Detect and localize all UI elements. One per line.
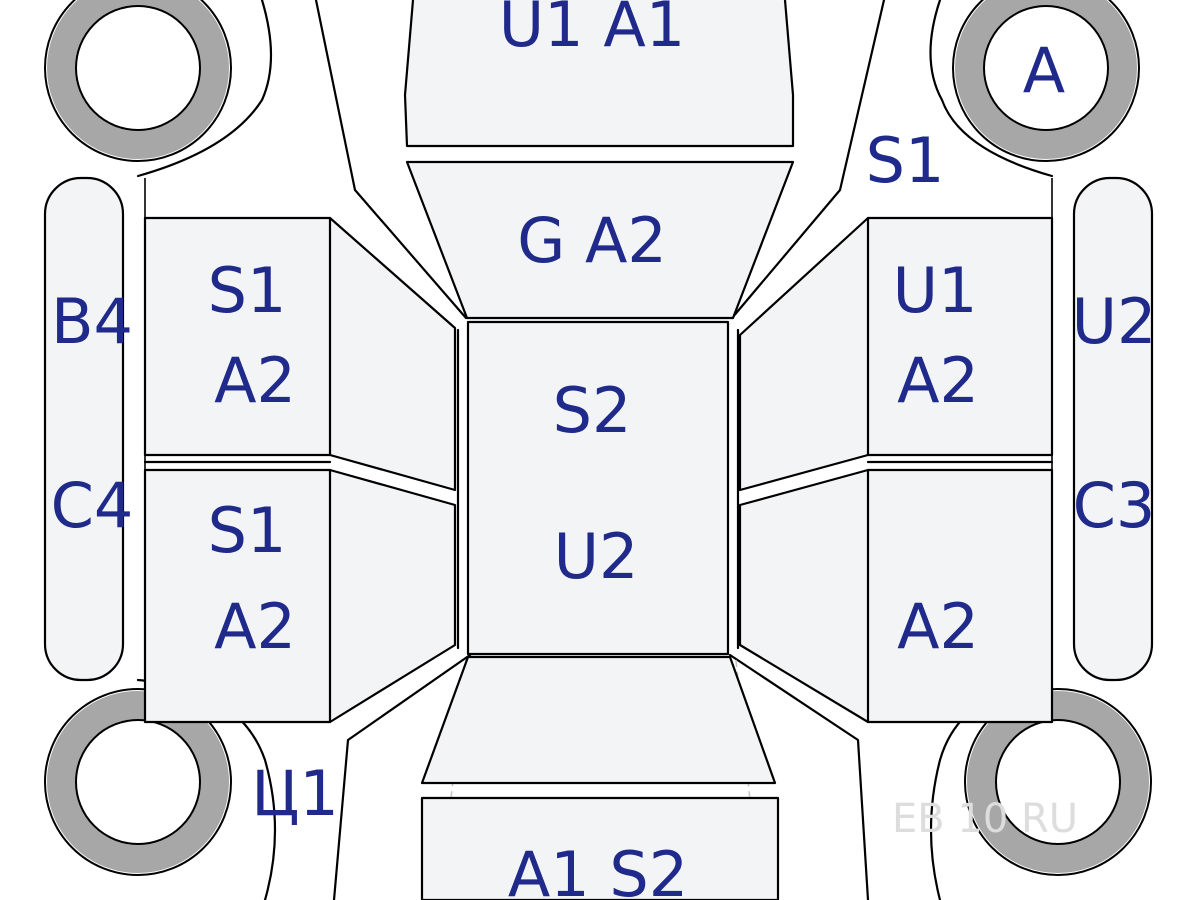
label-right-sill-upper: U2 bbox=[1072, 285, 1157, 358]
tire-right-rear bbox=[964, 688, 1152, 876]
tire-left-front bbox=[44, 0, 232, 162]
hood-panel[interactable] bbox=[403, 0, 795, 148]
rear-window-panel[interactable] bbox=[420, 655, 777, 785]
label-roof-top: S2 bbox=[553, 374, 632, 447]
label-right-front-door-bottom: A2 bbox=[897, 344, 979, 417]
label-right-front-door-top: U1 bbox=[893, 254, 978, 327]
right-rear-door-panel[interactable] bbox=[738, 468, 1054, 724]
right-sill[interactable] bbox=[1072, 176, 1154, 682]
windshield-panel[interactable] bbox=[405, 160, 795, 320]
label-left-sill-upper: B4 bbox=[51, 285, 133, 358]
label-trunk: A1 S2 bbox=[508, 838, 688, 900]
wheel-left-rear[interactable] bbox=[44, 688, 232, 876]
wheel-left-front[interactable] bbox=[44, 0, 232, 162]
label-left-rear-fender: Ц1 bbox=[251, 757, 339, 830]
tire-left-rear bbox=[44, 688, 232, 876]
label-left-rear-door-bottom: A2 bbox=[214, 590, 296, 663]
label-hood: U1 A1 bbox=[499, 0, 685, 61]
left-rear-door-panel[interactable] bbox=[143, 468, 457, 724]
tire-ring-left-front bbox=[47, 0, 229, 159]
rim-right-rear bbox=[995, 719, 1121, 845]
left-sill[interactable] bbox=[43, 176, 125, 682]
roof-panel[interactable] bbox=[466, 320, 730, 656]
rim-left-front bbox=[75, 5, 201, 131]
label-right-sill-lower: C3 bbox=[1073, 469, 1156, 542]
rim-right-front bbox=[983, 5, 1109, 131]
label-right-front-fender: S1 bbox=[866, 124, 945, 197]
left-front-door-panel[interactable] bbox=[143, 216, 457, 492]
tire-ring-right-front bbox=[955, 0, 1137, 159]
tire-ring-left-rear bbox=[47, 691, 229, 873]
rim-left-rear bbox=[75, 719, 201, 845]
label-windshield: G A2 bbox=[517, 204, 667, 277]
label-roof-bottom: U2 bbox=[554, 520, 639, 593]
tire-right-front bbox=[952, 0, 1140, 162]
body-outline-right-front bbox=[730, 0, 1054, 320]
label-right-rear-door: A2 bbox=[897, 590, 979, 663]
watermark-text: EB 10 RU bbox=[892, 796, 1078, 842]
label-wheel-right-front: A bbox=[1023, 34, 1065, 107]
wheel-right-front[interactable] bbox=[952, 0, 1140, 162]
body-outline-left-front bbox=[136, 0, 468, 320]
label-left-front-door-top: S1 bbox=[208, 254, 287, 327]
trunk-panel[interactable] bbox=[420, 796, 780, 900]
tire-ring-right-rear bbox=[967, 691, 1149, 873]
label-left-front-door-bottom: A2 bbox=[214, 344, 296, 417]
label-left-rear-door-top: S1 bbox=[208, 494, 287, 567]
label-left-sill-lower: C4 bbox=[51, 469, 134, 542]
wheel-right-rear[interactable] bbox=[964, 688, 1152, 876]
